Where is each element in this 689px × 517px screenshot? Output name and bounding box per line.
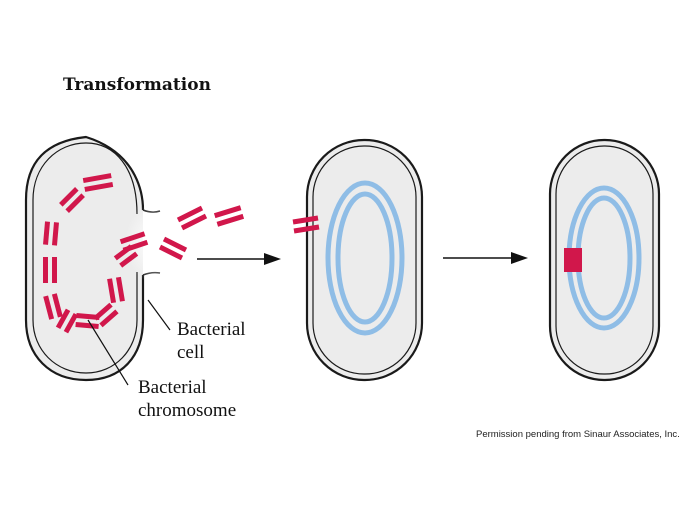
- dna-fragment-strand: [158, 244, 184, 261]
- dna-fragment-strand: [115, 276, 125, 302]
- dna-fragment-strand: [180, 213, 208, 231]
- dna-fragment-strand: [84, 181, 114, 192]
- dna-fragment-strand: [65, 193, 85, 213]
- cell-leader-line: [147, 299, 171, 331]
- dna-fragment-strand: [75, 321, 99, 329]
- dna-fragment-strand: [176, 205, 204, 223]
- dna-fragment-strand: [51, 222, 59, 246]
- arrow-1: [197, 253, 281, 265]
- dna-fragment-strand: [213, 205, 242, 219]
- chromosome-fragments: [43, 173, 245, 334]
- dna-fragment-strand: [216, 213, 245, 227]
- permission-credit: Permission pending from Sinaur Associate…: [476, 429, 680, 440]
- dna-fragment-strand: [107, 278, 117, 304]
- dna-fragment-strand: [63, 312, 79, 334]
- donor-cell: [24, 135, 185, 382]
- cell-label-line2: cell: [177, 342, 204, 363]
- dna-fragment-strand: [51, 293, 63, 318]
- dna-fragment-strand: [162, 236, 188, 253]
- chromosome-label-line1: Bacterial: [138, 377, 207, 398]
- recipient-cell: [292, 138, 424, 382]
- dna-fragment-strand: [55, 308, 71, 330]
- chromosome-leader-line: [87, 319, 129, 386]
- arrow-2: [443, 252, 528, 264]
- dna-fragment-strand: [119, 231, 146, 245]
- entering-fragment: [292, 215, 320, 234]
- dna-fragment-strand: [122, 239, 149, 253]
- recipient-chromosome: [325, 180, 405, 336]
- dna-fragment-strand: [119, 251, 139, 268]
- integrated-dna-segment: [564, 248, 582, 272]
- dna-fragment-strand: [93, 302, 113, 321]
- dna-fragment-strand: [59, 187, 79, 207]
- dna-fragment-strand: [99, 309, 119, 328]
- cell-label-line1: Bacterial: [177, 319, 246, 340]
- dna-fragment-strand: [43, 295, 55, 320]
- dna-fragment-strand: [43, 221, 51, 245]
- diagram-title: Transformation: [63, 75, 211, 95]
- transformed-cell: [548, 138, 661, 382]
- dna-fragment-strand: [82, 173, 112, 184]
- chromosome-label-line2: chromosome: [138, 400, 236, 421]
